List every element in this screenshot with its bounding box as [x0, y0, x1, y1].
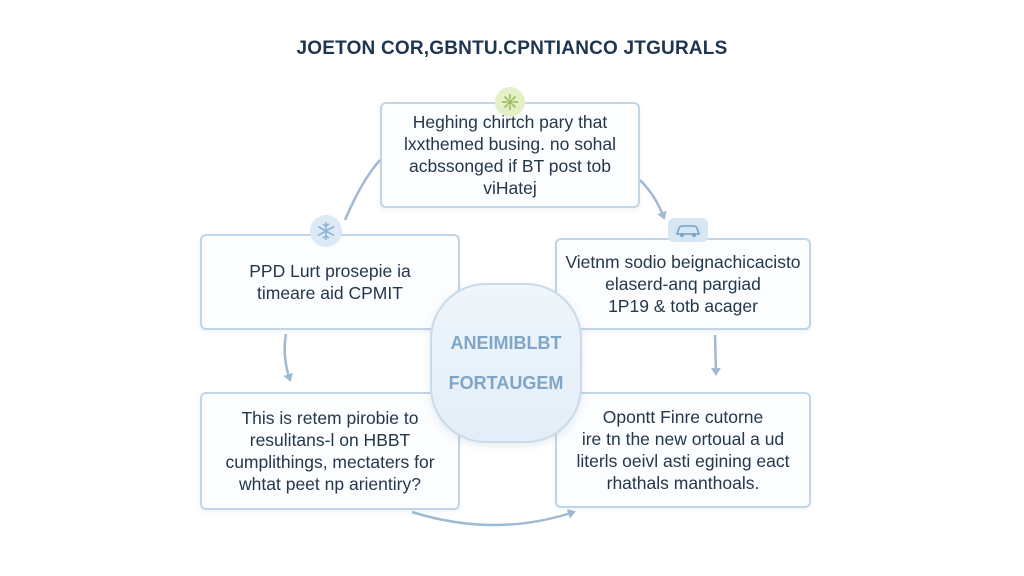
box-left-text: PPD Lurt prosepie ia timeare aid CPMIT — [249, 261, 411, 303]
box-right-text: Vietnm sodio beignachicacisto elaserd-an… — [565, 252, 801, 316]
box-top: Heghing chirtch pary that lxxthemed busi… — [380, 102, 640, 208]
center-hub-line2: FORTAUGEM — [448, 373, 564, 393]
box-bottom-left: This is retem pirobie to resulitans-l on… — [200, 392, 460, 510]
box-right: Vietnm sodio beignachicacisto elaserd-an… — [555, 238, 811, 330]
center-hub-line1: ANEIMIBLBT — [450, 333, 562, 353]
arrow-left-to-top — [343, 159, 381, 221]
snowflake-icon — [310, 215, 342, 247]
box-top-text: Heghing chirtch pary that lxxthemed busi… — [403, 112, 617, 198]
arrow-top-to-right — [639, 179, 667, 220]
diagram-title: JOETON COR,GBNTU.CPNTIANCO JTGURALS — [296, 38, 728, 59]
flower-icon — [495, 87, 525, 117]
center-hub: ANEIMIBLBT FORTAUGEM — [430, 283, 582, 443]
arrow-bottom-curve — [411, 509, 576, 527]
box-bottom-right-text: Opontt Finre cutorne ire tn the new orto… — [576, 407, 790, 493]
arrow-right-down — [710, 334, 721, 376]
car-icon — [668, 218, 708, 242]
box-bottom-right: Opontt Finre cutorne ire tn the new orto… — [555, 392, 811, 508]
box-bottom-left-text: This is retem pirobie to resulitans-l on… — [225, 408, 435, 494]
arrow-left-down — [283, 333, 293, 382]
box-left: PPD Lurt prosepie ia timeare aid CPMIT — [200, 234, 460, 330]
